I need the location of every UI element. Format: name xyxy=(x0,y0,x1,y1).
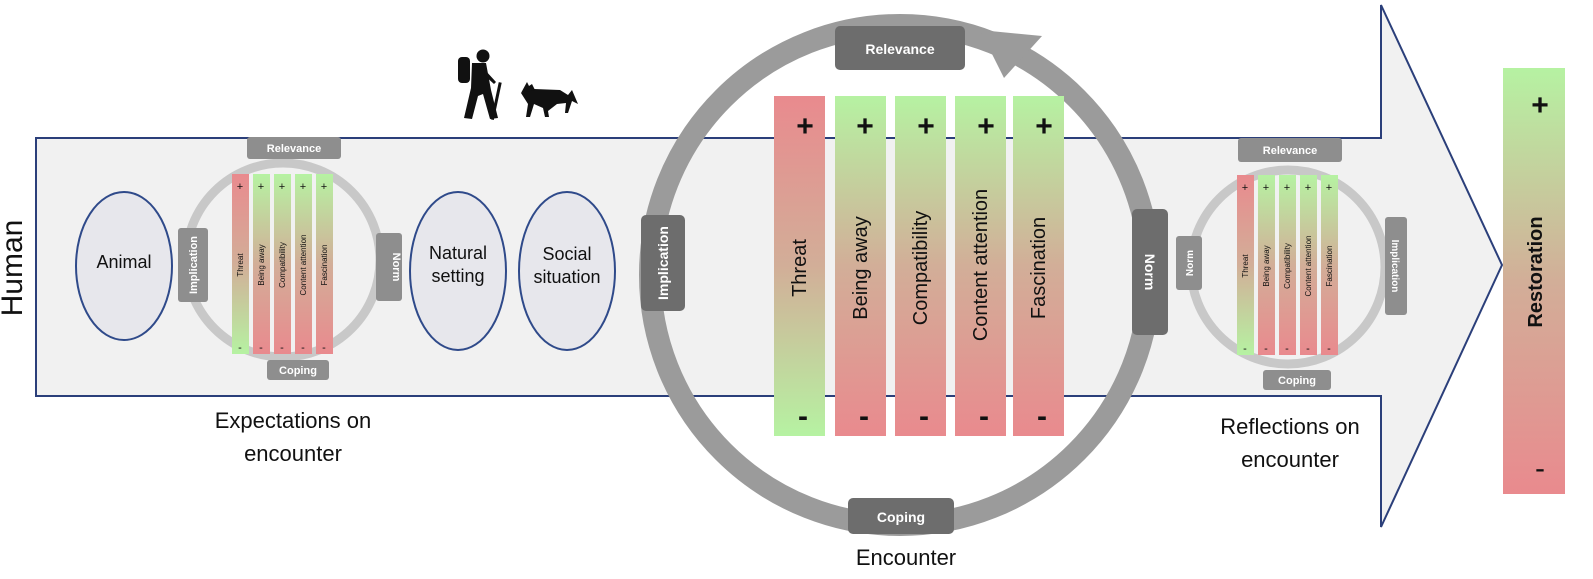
bar-plus: + xyxy=(1035,110,1053,143)
mini-plus: + xyxy=(237,181,243,193)
mini-bar-content-attention xyxy=(295,174,312,354)
mini-minus: - xyxy=(280,342,284,354)
restoration-bar xyxy=(1503,68,1565,494)
mini-bar-compatibility xyxy=(274,174,291,354)
mini-bar-threat-right xyxy=(1237,175,1254,355)
mini-plus: + xyxy=(1242,182,1248,194)
bar-plus: + xyxy=(796,110,814,143)
norm-label-right: Norm xyxy=(1185,250,1196,276)
expectations-caption-1: Expectations on xyxy=(215,408,372,433)
mini-label-threat: Threat xyxy=(236,253,245,277)
relevance-label: Relevance xyxy=(267,143,321,155)
coping-label-large: Coping xyxy=(877,509,925,525)
ellipse-animal xyxy=(75,191,173,341)
mini-plus: + xyxy=(1326,182,1332,194)
mini-plus: + xyxy=(1305,182,1311,194)
implication-label-right: Implication xyxy=(1389,240,1400,293)
mini-label-compatibility-right: Compatibility xyxy=(1283,243,1292,289)
ellipse-social-situation-label-1: Social xyxy=(542,244,591,264)
mini-label-fascination-right: Fascination xyxy=(1325,246,1334,287)
mini-label-compatibility: Compatibility xyxy=(278,242,287,288)
relevance-label-right: Relevance xyxy=(1263,145,1317,157)
bar-label-content-attention: Content attention xyxy=(970,189,992,341)
mini-label-content-attention-right: Content attention xyxy=(1304,236,1313,297)
mini-bar-fascination xyxy=(316,174,333,354)
bar-being-away xyxy=(835,96,886,436)
reflections-appraisal: + + + + + - - - - - Threat Being away Co… xyxy=(1176,138,1407,390)
bar-label-fascination: Fascination xyxy=(1028,217,1050,319)
mini-label-being-away: Being away xyxy=(257,244,266,285)
expectations-caption-2: encounter xyxy=(244,441,342,466)
mini-plus: + xyxy=(1284,182,1290,194)
ellipse-social-situation-label-2: situation xyxy=(533,267,600,287)
mini-plus: + xyxy=(300,181,306,193)
restoration-plus: + xyxy=(1531,89,1549,122)
mini-label-being-away-right: Being away xyxy=(1262,245,1271,286)
hiker-icon xyxy=(458,49,502,120)
restoration-label: Restoration xyxy=(1525,216,1547,327)
mini-minus: - xyxy=(1306,343,1310,355)
ellipse-natural-setting-label-2: setting xyxy=(431,266,484,286)
wolf-icon xyxy=(521,82,578,117)
ellipse-natural-setting xyxy=(409,191,507,351)
mini-bar-threat xyxy=(232,174,249,354)
mini-bar-being-away xyxy=(253,174,270,354)
expectations-appraisal: + + + + + - - - - - Threat Being away Co… xyxy=(178,137,402,380)
cycle-arrowhead xyxy=(980,30,1042,78)
mini-minus: - xyxy=(1243,343,1247,355)
mini-minus: - xyxy=(1285,343,1289,355)
norm-label-large: Norm xyxy=(1142,254,1158,291)
bar-plus: + xyxy=(977,110,995,143)
mini-plus: + xyxy=(321,181,327,193)
mini-plus: + xyxy=(279,181,285,193)
norm-label: Norm xyxy=(390,253,402,282)
mini-label-content-attention: Content attention xyxy=(299,235,308,296)
ellipse-animal-label: Animal xyxy=(96,252,151,272)
ellipse-natural-setting-label-1: Natural xyxy=(429,243,487,263)
human-label: Human xyxy=(0,220,29,317)
mini-minus: - xyxy=(259,342,263,354)
bar-label-threat: Threat xyxy=(789,239,811,297)
bar-fascination xyxy=(1013,96,1064,436)
bar-minus: - xyxy=(979,400,989,433)
relevance-label-large: Relevance xyxy=(865,41,934,57)
mini-label-threat-right: Threat xyxy=(1241,254,1250,278)
mini-minus: - xyxy=(238,342,242,354)
mini-minus: - xyxy=(1327,343,1331,355)
bar-minus: - xyxy=(798,400,808,433)
mini-plus: + xyxy=(1263,182,1269,194)
bar-label-being-away: Being away xyxy=(850,216,872,319)
mini-minus: - xyxy=(1264,343,1268,355)
reflections-caption-2: encounter xyxy=(1241,447,1339,472)
implication-label-large: Implication xyxy=(655,226,671,300)
mini-label-fascination: Fascination xyxy=(320,245,329,286)
bar-minus: - xyxy=(1037,400,1047,433)
bar-minus: - xyxy=(919,400,929,433)
bar-compatibility xyxy=(895,96,946,436)
mini-bar-being-away-right xyxy=(1258,175,1275,355)
mini-bar-fascination-right xyxy=(1321,175,1338,355)
mini-bar-content-attention-right xyxy=(1300,175,1317,355)
ellipse-social-situation xyxy=(518,191,616,351)
bar-content-attention xyxy=(955,96,1006,436)
encounter-appraisal: + + + + + - - - - - Threat Being away Co… xyxy=(639,14,1168,536)
bar-plus: + xyxy=(917,110,935,143)
mini-bar-compatibility-right xyxy=(1279,175,1296,355)
bar-plus: + xyxy=(856,110,874,143)
coping-label: Coping xyxy=(279,365,317,377)
encounter-caption: Encounter xyxy=(856,545,956,570)
implication-label: Implication xyxy=(188,236,200,294)
coping-label-right: Coping xyxy=(1278,375,1316,387)
bar-threat xyxy=(774,96,825,436)
mini-minus: - xyxy=(301,342,305,354)
bar-minus: - xyxy=(859,400,869,433)
bar-label-compatibility: Compatibility xyxy=(910,211,932,325)
mini-minus: - xyxy=(322,342,326,354)
reflections-caption-1: Reflections on xyxy=(1220,414,1359,439)
restoration-minus: - xyxy=(1535,452,1545,485)
mini-plus: + xyxy=(258,181,264,193)
human-arrow xyxy=(35,4,1504,528)
